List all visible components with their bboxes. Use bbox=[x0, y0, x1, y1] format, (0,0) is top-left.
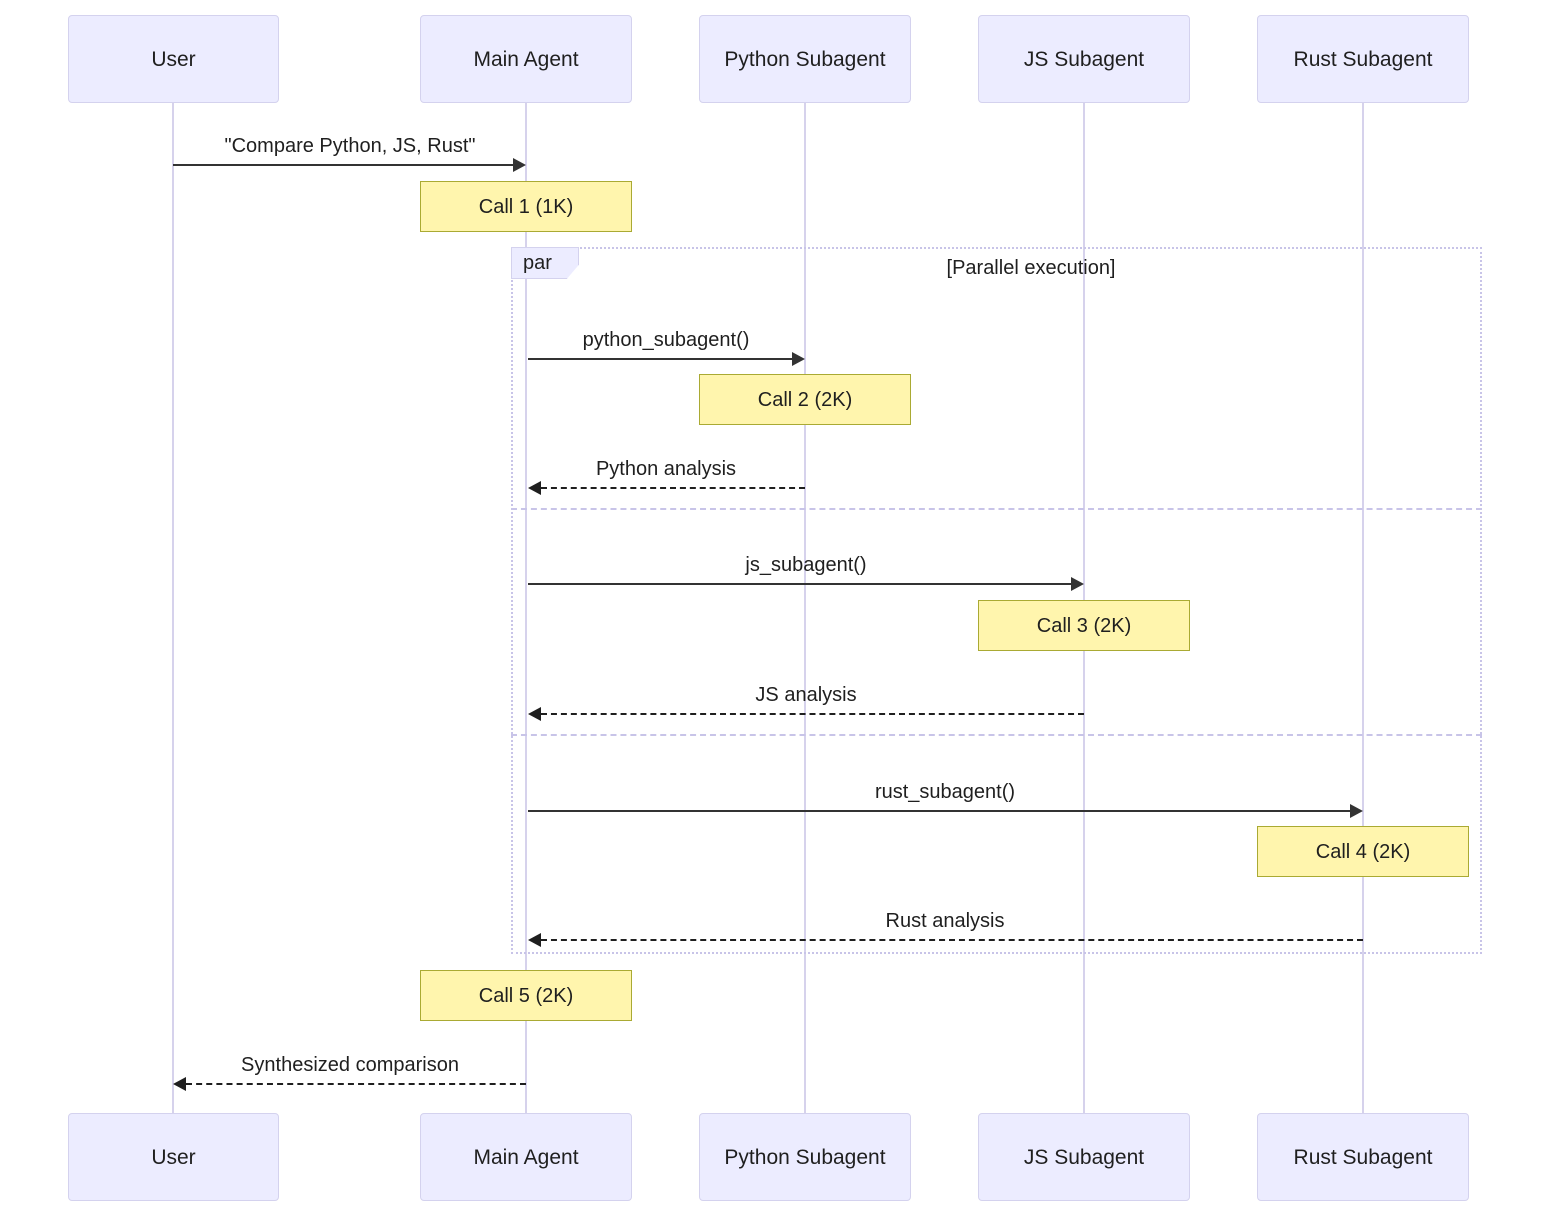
message-arrow-rust-subagent-call bbox=[528, 810, 1350, 812]
participant-box-rust-subagent-bottom[interactable]: Rust Subagent bbox=[1257, 1113, 1469, 1201]
note-label: Call 5 (2K) bbox=[478, 984, 574, 1007]
par-divider-2 bbox=[511, 734, 1482, 736]
note-call-4: Call 4 (2K) bbox=[1257, 826, 1469, 877]
message-label-python-subagent-call: python_subagent() bbox=[582, 329, 750, 351]
arrowhead-right-icon bbox=[513, 158, 526, 172]
message-arrow-compare-request bbox=[173, 164, 513, 166]
message-arrow-js-subagent-call bbox=[528, 583, 1071, 585]
arrowhead-right-icon bbox=[1350, 804, 1363, 818]
note-label: Call 4 (2K) bbox=[1315, 840, 1411, 863]
note-call-2: Call 2 (2K) bbox=[699, 374, 911, 425]
note-label: Call 2 (2K) bbox=[757, 388, 853, 411]
lifeline-python-subagent bbox=[804, 103, 806, 1113]
arrowhead-right-icon bbox=[1071, 577, 1084, 591]
note-call-5: Call 5 (2K) bbox=[420, 970, 632, 1021]
participant-box-python-subagent-top[interactable]: Python Subagent bbox=[699, 15, 911, 103]
par-tag-label: par bbox=[523, 252, 552, 274]
message-label-rust-analysis: Rust analysis bbox=[885, 910, 1005, 932]
participant-label: Rust Subagent bbox=[1293, 47, 1433, 71]
participant-label: Main Agent bbox=[473, 1145, 579, 1169]
message-label-js-analysis: JS analysis bbox=[755, 684, 857, 706]
message-label-synthesized-comparison: Synthesized comparison bbox=[241, 1054, 459, 1076]
participant-box-user-top[interactable]: User bbox=[68, 15, 279, 103]
par-divider-1 bbox=[511, 508, 1482, 510]
message-arrow-rust-analysis bbox=[541, 939, 1363, 941]
par-condition-label: [Parallel execution] bbox=[946, 257, 1116, 279]
message-arrow-python-subagent-call bbox=[528, 358, 792, 360]
participant-box-main-agent-bottom[interactable]: Main Agent bbox=[420, 1113, 632, 1201]
message-arrow-synthesized-comparison bbox=[186, 1083, 526, 1085]
lifeline-user bbox=[172, 103, 174, 1113]
arrowhead-right-icon bbox=[792, 352, 805, 366]
par-tag: par bbox=[511, 247, 579, 279]
participant-box-js-subagent-bottom[interactable]: JS Subagent bbox=[978, 1113, 1190, 1201]
arrowhead-left-icon bbox=[528, 707, 541, 721]
lifeline-main-agent bbox=[525, 103, 527, 1113]
lifeline-rust-subagent bbox=[1362, 103, 1364, 1113]
participant-label: JS Subagent bbox=[1023, 1145, 1145, 1169]
message-label-rust-subagent-call: rust_subagent() bbox=[874, 781, 1016, 803]
participant-label: User bbox=[151, 47, 196, 71]
participant-label: Python Subagent bbox=[724, 1145, 886, 1169]
arrowhead-left-icon bbox=[528, 481, 541, 495]
message-arrow-python-analysis bbox=[541, 487, 805, 489]
message-label-js-subagent-call: js_subagent() bbox=[745, 554, 867, 576]
arrowhead-left-icon bbox=[528, 933, 541, 947]
participant-label: Python Subagent bbox=[724, 47, 886, 71]
participant-label: Rust Subagent bbox=[1293, 1145, 1433, 1169]
note-label: Call 3 (2K) bbox=[1036, 614, 1132, 637]
note-call-1: Call 1 (1K) bbox=[420, 181, 632, 232]
participant-label: User bbox=[151, 1145, 196, 1169]
message-label-python-analysis: Python analysis bbox=[595, 458, 737, 480]
message-label-compare-request: "Compare Python, JS, Rust" bbox=[224, 135, 476, 157]
participant-box-user-bottom[interactable]: User bbox=[68, 1113, 279, 1201]
participant-box-main-agent-top[interactable]: Main Agent bbox=[420, 15, 632, 103]
participant-label: JS Subagent bbox=[1023, 47, 1145, 71]
par-block bbox=[511, 247, 1482, 954]
participant-box-js-subagent-top[interactable]: JS Subagent bbox=[978, 15, 1190, 103]
note-call-3: Call 3 (2K) bbox=[978, 600, 1190, 651]
participant-box-python-subagent-bottom[interactable]: Python Subagent bbox=[699, 1113, 911, 1201]
arrowhead-left-icon bbox=[173, 1077, 186, 1091]
note-label: Call 1 (1K) bbox=[478, 195, 574, 218]
message-arrow-js-analysis bbox=[541, 713, 1084, 715]
participant-label: Main Agent bbox=[473, 47, 579, 71]
participant-box-rust-subagent-top[interactable]: Rust Subagent bbox=[1257, 15, 1469, 103]
